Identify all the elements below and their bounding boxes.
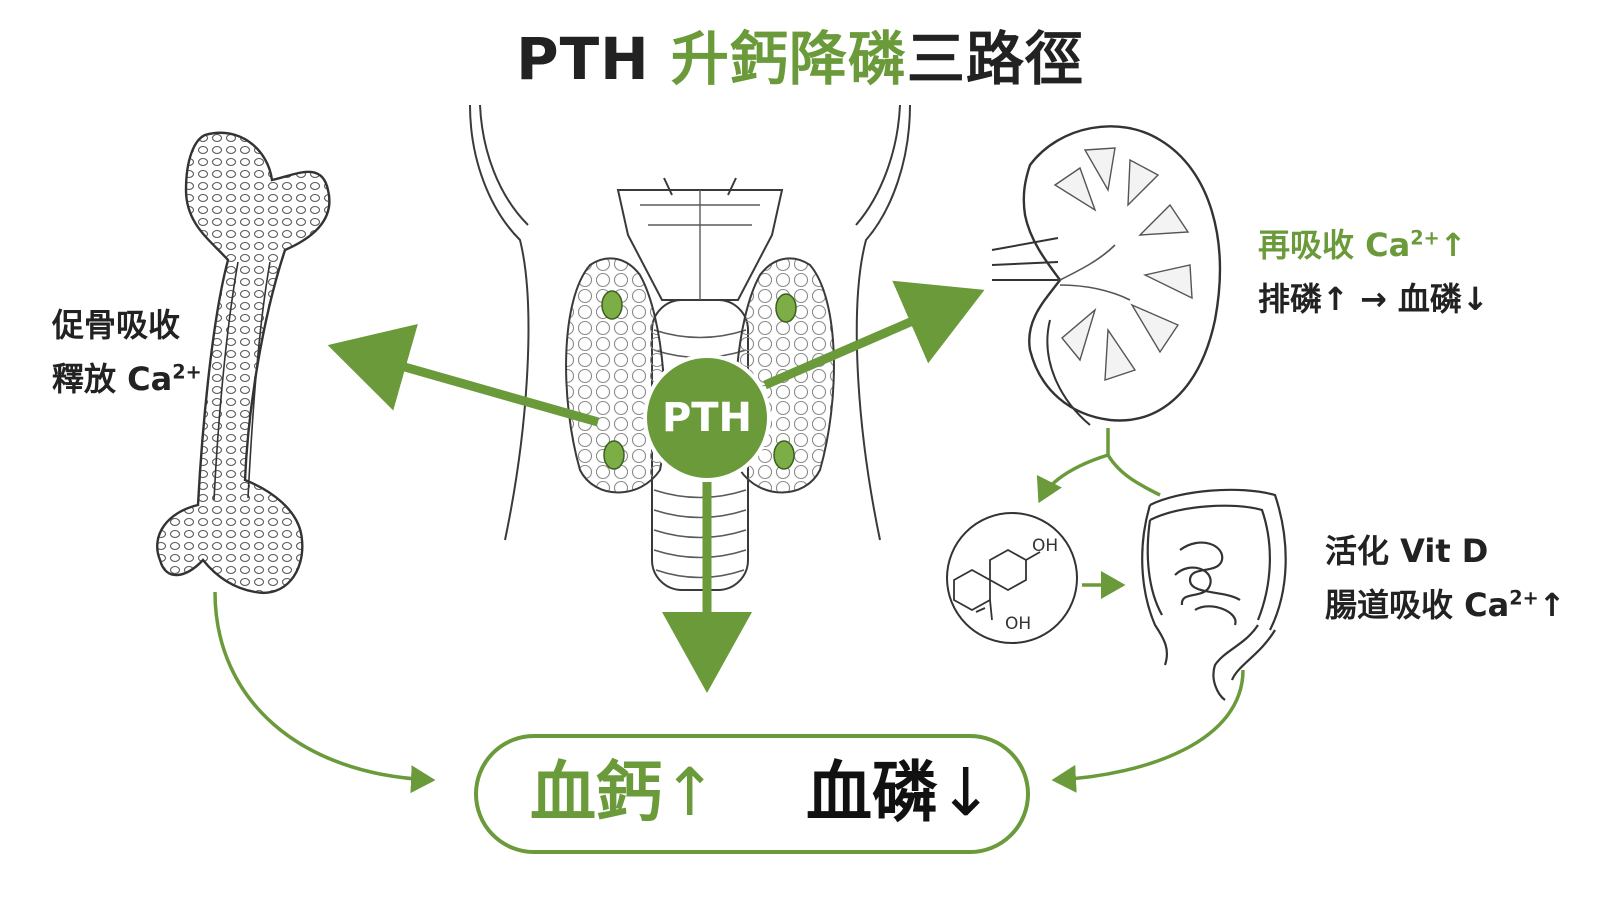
title-prefix: PTH <box>516 25 671 93</box>
arrow-to-bone <box>345 350 598 422</box>
bone-label: 促骨吸收 釋放 Ca2+ <box>52 298 202 406</box>
kidney-line1: 再吸收 Ca2+↑ <box>1258 218 1489 272</box>
title-suffix: 三路徑 <box>907 25 1084 93</box>
bone-line1: 促骨吸收 <box>52 298 202 352</box>
result-calcium: 血鈣↑ <box>530 748 717 838</box>
result-phosphate: 血磷↓ <box>806 748 993 838</box>
arrow-bone-to-result <box>215 592 432 780</box>
arrow-kidney-to-vitd <box>1040 455 1108 500</box>
intestine-line2: 腸道吸收 Ca2+↑ <box>1325 578 1565 632</box>
arrow-kidney-to-intestine <box>1108 455 1160 495</box>
kidney-line2: 排磷↑ → 血磷↓ <box>1258 272 1489 326</box>
intestine-illustration <box>1142 490 1285 700</box>
kidney-label: 再吸收 Ca2+↑ 排磷↑ → 血磷↓ <box>1258 218 1489 326</box>
bone-line2: 釋放 Ca2+ <box>52 352 202 406</box>
oh-top-label: OH <box>1032 536 1058 556</box>
title-highlight: 升鈣降磷 <box>671 25 907 93</box>
intestine-label: 活化 Vit D 腸道吸收 Ca2+↑ <box>1325 524 1565 632</box>
intestine-line1: 活化 Vit D <box>1325 524 1565 578</box>
pth-label: PTH <box>647 388 767 448</box>
page-title: PTH 升鈣降磷三路徑 <box>0 12 1600 96</box>
oh-bottom-label: OH <box>1005 614 1031 634</box>
kidney-illustration <box>992 126 1220 425</box>
